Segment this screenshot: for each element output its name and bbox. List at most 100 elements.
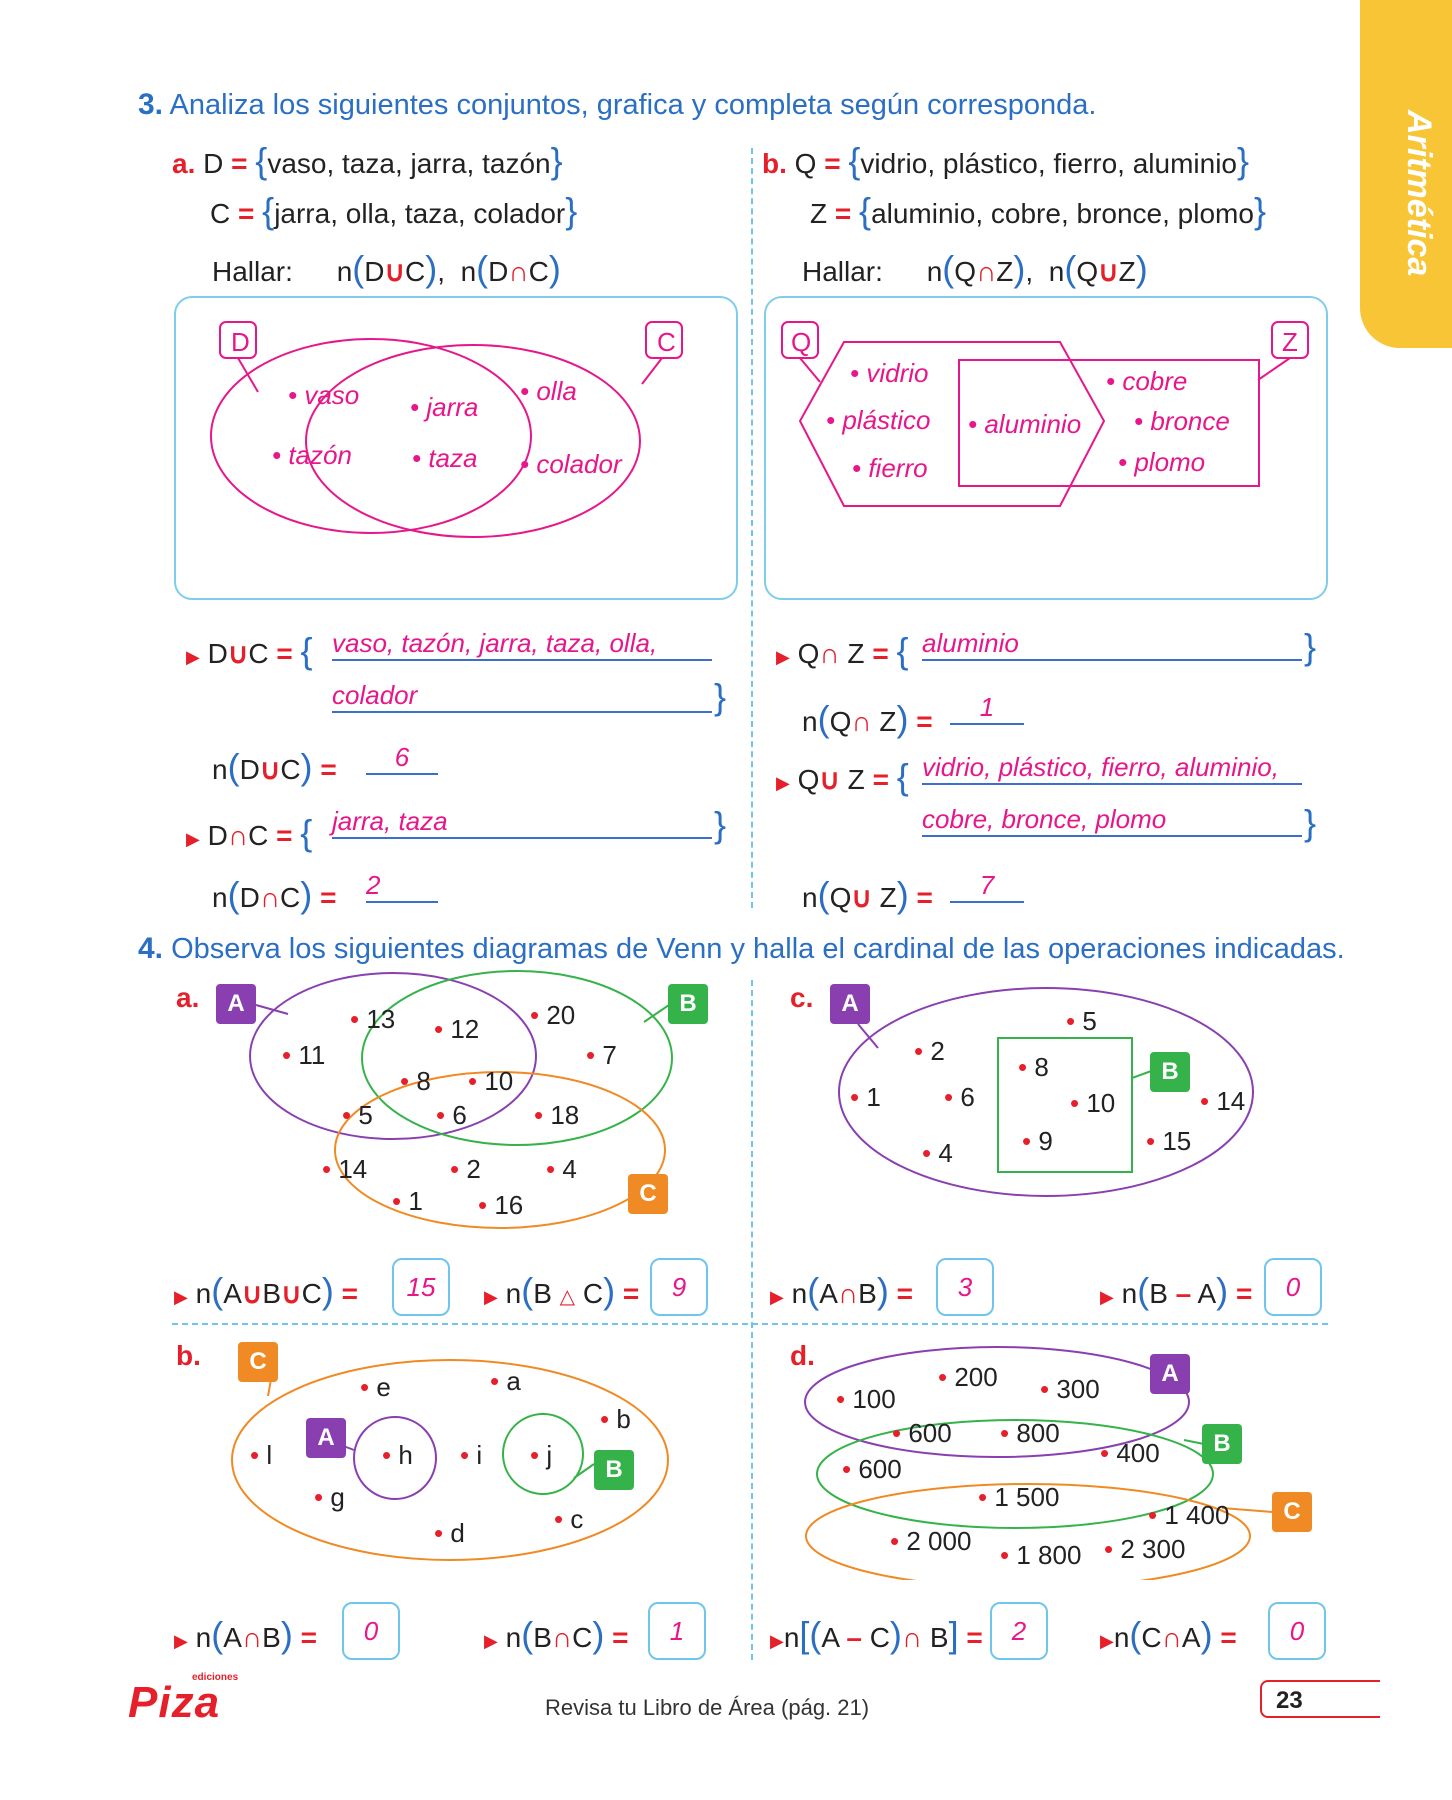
ex3a-set-d: a. D = {vaso, taza, jarra, tazón} [172, 140, 563, 181]
section-tab [1360, 0, 1452, 348]
close-brace: } [1304, 802, 1317, 843]
ex4d-answer-2[interactable]: 0 [1268, 1602, 1326, 1660]
venn-label-d: D [231, 327, 250, 357]
ex4d-eq1: ▶n[(A – C)∩ B] = [770, 1614, 983, 1655]
close-brace: } [1304, 626, 1317, 667]
venn-element: • 14 [322, 1154, 368, 1184]
ex4c-answer-2[interactable]: 0 [1264, 1258, 1322, 1316]
venn-element: • 1 800 [1000, 1540, 1082, 1570]
set-label-a: A [216, 984, 256, 1024]
venn-element: • colador [520, 449, 622, 479]
exercise-4-header: 4. Observa los siguientes diagramas de V… [138, 932, 1345, 966]
venn-label-q: Q [791, 327, 812, 357]
item-letter: b. [762, 148, 787, 179]
set-name: C [210, 198, 231, 229]
venn-element: • j [530, 1440, 553, 1470]
item-letter: c. [790, 982, 814, 1013]
venn-element: • 7 [586, 1040, 617, 1070]
ex4b-eq1: ▶ n(A∩B) = [174, 1614, 317, 1655]
page-number: 23 [1260, 1680, 1380, 1718]
venn-element: • 9 [1022, 1126, 1053, 1156]
set-items: aluminio, cobre, bronce, plomo [871, 198, 1254, 229]
item-letter: a. [172, 148, 196, 179]
venn-element: • 800 [1000, 1418, 1060, 1448]
set-label-b: B [1150, 1052, 1190, 1092]
venn-element: • 600 [892, 1418, 952, 1448]
exercise-3-header: 3. Analiza los siguientes conjuntos, gra… [138, 88, 1096, 122]
venn-element: • i [460, 1440, 483, 1470]
venn-element: • 20 [530, 1000, 576, 1030]
set-items: vidrio, plástico, fierro, aluminio [860, 148, 1237, 179]
set-items: jarra, olla, taza, colador [274, 198, 566, 229]
ex3b-inter-equation: ▶ Q∩ Z = { [776, 630, 909, 671]
close-brace: } [714, 804, 727, 845]
ex4d-eq2: ▶n(C∩A) = [1100, 1614, 1237, 1655]
venn-element: • plástico [826, 405, 931, 435]
set-label-a: A [306, 1418, 346, 1458]
ex3b-n-inter-answer: 1 [950, 692, 1024, 725]
set-label-a: A [1150, 1354, 1190, 1394]
venn-element: • tazón [272, 440, 352, 470]
set-q-hexagon [798, 341, 1106, 507]
venn-element: • l [250, 1440, 273, 1470]
venn-element: • 1 400 [1148, 1500, 1230, 1530]
ex3a-n-inter: n(D∩C) = [212, 874, 337, 915]
venn-element: • 13 [350, 1004, 396, 1034]
ex4b-eq2: ▶ n(B∩C) = [484, 1614, 629, 1655]
ex4d-answer-1[interactable]: 2 [990, 1602, 1048, 1660]
venn-element: • h [382, 1440, 413, 1470]
ex3b-n-inter: n(Q∩ Z) = [802, 698, 933, 739]
venn-element: • 6 [436, 1100, 467, 1130]
venn-label-c: C [657, 327, 676, 357]
set-label-b: B [668, 984, 708, 1024]
set-c-ellipse [305, 344, 641, 538]
ex3a-inter-answer: jarra, taza [332, 806, 712, 839]
venn-element: • 300 [1040, 1374, 1100, 1404]
venn-element: • 11 [282, 1040, 326, 1070]
venn-label-z: Z [1282, 327, 1298, 357]
venn-element: • 8 [1018, 1052, 1049, 1082]
ex4c-eq2: ▶ n(B – A) = [1100, 1270, 1253, 1311]
venn-element: • jarra [410, 392, 479, 422]
exercise-instruction: Analiza los siguientes conjuntos, grafic… [169, 89, 1097, 121]
ex3a-set-c: C = {jarra, olla, taza, colador} [210, 190, 578, 231]
venn-element: • 600 [842, 1454, 902, 1484]
venn-element: • 1 [850, 1082, 881, 1112]
ex4b-answer-1[interactable]: 0 [342, 1602, 400, 1660]
ex3b-inter-answer: aluminio [922, 628, 1302, 661]
venn-element: • 16 [478, 1190, 524, 1220]
ex4a-venn-diagram [249, 970, 673, 1229]
exercise-instruction: Observa los siguientes diagramas de Venn… [171, 933, 1345, 965]
venn-element: • b [600, 1404, 631, 1434]
ex3-divider [751, 148, 753, 908]
venn-element: • 100 [836, 1384, 896, 1414]
ex3a-n-union: n(D∪C) = [212, 746, 337, 787]
ex4c-answer-1[interactable]: 3 [936, 1258, 994, 1316]
ex4-divider-horizontal [172, 1323, 1328, 1325]
ex3b-union-answer-2: cobre, bronce, plomo [922, 804, 1302, 837]
venn-element: • a [490, 1366, 521, 1396]
ex4a-eq2: ▶ n(B △ C) = [484, 1270, 640, 1311]
ex4a-answer-1[interactable]: 15 [392, 1258, 450, 1316]
ex3a-venn-diagram [210, 321, 683, 538]
venn-element: • 14 [1200, 1086, 1246, 1116]
ex4a-answer-2[interactable]: 9 [650, 1258, 708, 1316]
set-label-a: A [830, 984, 870, 1024]
ex3b-union-answer-1: vidrio, plástico, fierro, aluminio, [922, 752, 1302, 785]
venn-element: • 5 [1066, 1006, 1097, 1036]
venn-element: • 1 [392, 1186, 423, 1216]
ex4-divider-vertical [751, 980, 753, 1660]
venn-element: • 18 [534, 1100, 580, 1130]
ex4c-venn-diagram: { } [838, 987, 1254, 1197]
ex4b-answer-2[interactable]: 1 [648, 1602, 706, 1660]
item-letter: d. [790, 1340, 815, 1371]
venn-element: • olla [520, 376, 577, 406]
venn-element: • 10 [468, 1066, 514, 1096]
venn-element: • vaso [288, 380, 360, 410]
ex3b-set-q: b. Q = {vidrio, plástico, fierro, alumin… [762, 140, 1250, 181]
item-letter: b. [176, 1340, 201, 1371]
venn-element: • 200 [938, 1362, 998, 1392]
ex4c-eq1: ▶ n(A∩B) = [770, 1270, 913, 1311]
ex4b-venn-diagram [231, 1359, 669, 1561]
ex3a-n-union-answer: 6 [366, 742, 438, 775]
